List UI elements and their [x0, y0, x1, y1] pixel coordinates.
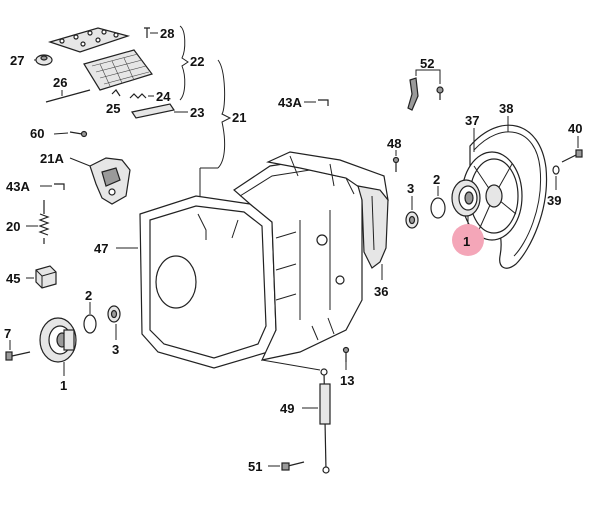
- part-21a-bracket: [89, 157, 131, 205]
- label-39: 39: [547, 193, 561, 208]
- label-51: 51: [248, 459, 262, 474]
- label-27: 27: [10, 53, 24, 68]
- part-23-strip: [131, 103, 175, 119]
- part-37-pulley: [461, 151, 523, 241]
- label-24: 24: [156, 89, 171, 104]
- label-13: 13: [340, 373, 354, 388]
- part-28-screw: [144, 27, 158, 38]
- brace-22: [179, 25, 189, 101]
- part-43a-top: [318, 99, 329, 106]
- label-60: 60: [30, 126, 44, 141]
- label-3-left: 3: [112, 342, 119, 357]
- label-48: 48: [387, 136, 401, 151]
- part-43a-left: [54, 183, 65, 190]
- label-36: 36: [374, 284, 388, 299]
- label-38: 38: [499, 101, 513, 116]
- label-37: 37: [465, 113, 479, 128]
- part-49-shock-absorber: [261, 359, 331, 474]
- part-36-rear-cover: [357, 185, 389, 269]
- label-23: 23: [190, 105, 204, 120]
- part-52-brackets: [407, 77, 444, 111]
- tub-rear-shell: [233, 159, 363, 361]
- part-24-spring: [129, 93, 147, 99]
- part-1-right-bearing: [451, 179, 481, 217]
- part-40-bolt: [561, 149, 583, 163]
- label-49: 49: [280, 401, 294, 416]
- label-47: 47: [94, 241, 108, 256]
- label-40: 40: [568, 121, 582, 136]
- part-27-knob: [35, 54, 53, 66]
- part-25-clip: [111, 89, 121, 97]
- part-2-left-oring: [83, 314, 97, 334]
- part-48-screw: [392, 156, 400, 172]
- label-21: 21: [232, 110, 246, 125]
- label-2-right: 2: [433, 172, 440, 187]
- part-51-pin: [281, 461, 305, 471]
- label-20: 20: [6, 219, 20, 234]
- part-3-right-washer: [405, 211, 419, 229]
- control-panel-grid: [83, 49, 153, 91]
- part-45-block: [35, 265, 57, 289]
- label-28: 28: [160, 26, 174, 41]
- label-1-left: 1: [60, 378, 67, 393]
- label-1-highlight: 1: [463, 234, 470, 249]
- part-47-tub-front: [139, 195, 277, 369]
- part-7-bolt: [5, 351, 31, 361]
- control-panel-top: [47, 27, 131, 53]
- part-1-left-bearing: [39, 317, 77, 363]
- label-52: 52: [420, 56, 434, 71]
- label-43a-left: 43A: [6, 179, 30, 194]
- label-43a-top: 43A: [278, 95, 302, 110]
- label-45: 45: [6, 271, 20, 286]
- part-3-left-washer: [107, 305, 121, 323]
- label-3-right: 3: [407, 181, 414, 196]
- part-39-washer: [552, 165, 560, 175]
- label-21a: 21A: [40, 151, 64, 166]
- part-26-rod: [45, 89, 91, 103]
- label-25: 25: [106, 101, 120, 116]
- part-20-spring: [38, 200, 50, 244]
- part-2-right-oring: [430, 197, 446, 219]
- label-22: 22: [190, 54, 204, 69]
- brace-21: [217, 59, 232, 169]
- part-13-screw: [342, 346, 350, 362]
- label-7: 7: [4, 326, 11, 341]
- label-26: 26: [53, 75, 67, 90]
- label-2-left: 2: [85, 288, 92, 303]
- part-60-screw: [69, 130, 88, 138]
- highlight-marker[interactable]: [452, 224, 484, 256]
